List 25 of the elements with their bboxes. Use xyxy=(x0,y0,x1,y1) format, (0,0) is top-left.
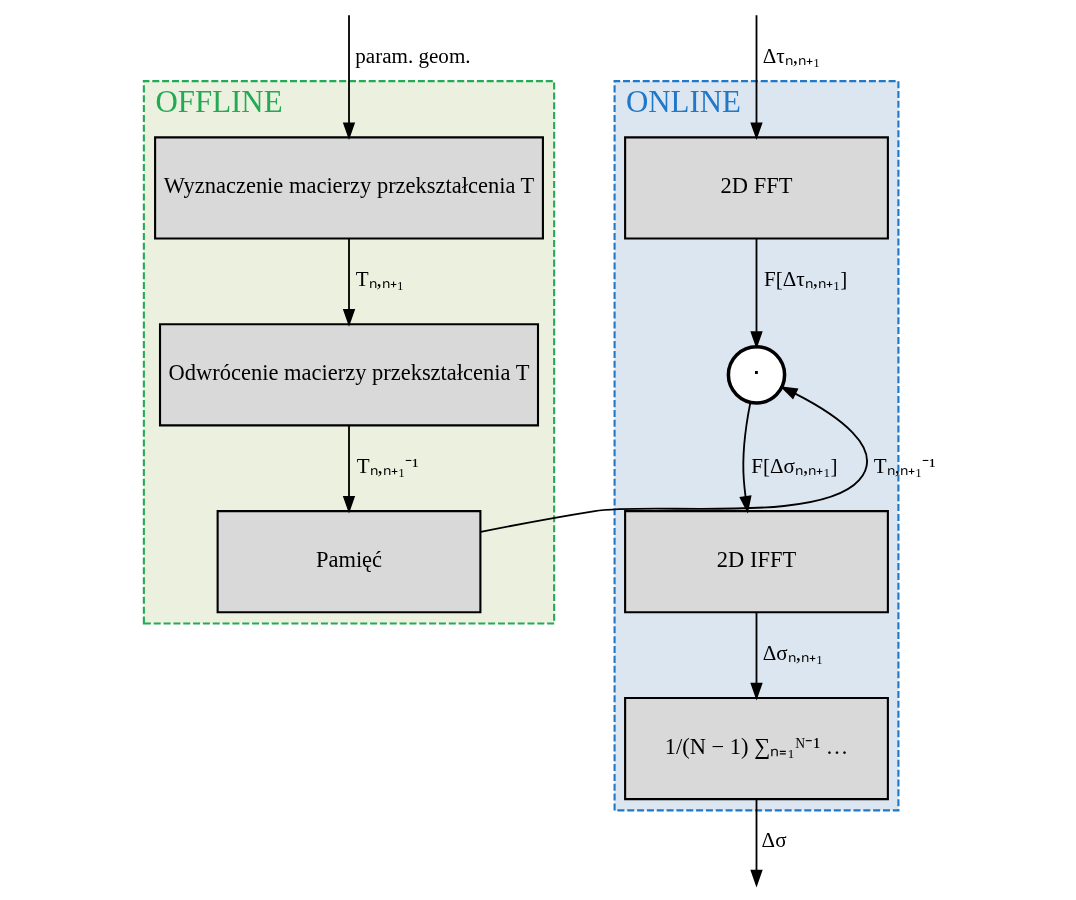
node-circle: ⋅ xyxy=(726,344,787,405)
edge-label: Δσₙ,ₙ₊₁ xyxy=(762,641,824,666)
node-box: Wyznaczenie macierzy przekształcenia T xyxy=(154,136,544,240)
arrow xyxy=(479,386,868,533)
node-box: 2D FFT xyxy=(624,136,889,240)
arrow xyxy=(342,424,356,514)
node-box: 1/(N − 1) ∑ₙ₌₁ᴺ⁻¹ … xyxy=(624,696,889,801)
edge-label: Tₙ,ₙ₊₁⁻¹ xyxy=(356,454,419,479)
arrow xyxy=(739,401,752,514)
edge-label: F[Δτₙ,ₙ₊₁] xyxy=(764,267,848,292)
arrow xyxy=(750,611,763,701)
edge-label: F[Δσₙ,ₙ₊₁] xyxy=(751,454,838,479)
arrow xyxy=(750,14,763,141)
node-box: Pamięć xyxy=(216,510,482,614)
arrow xyxy=(750,237,763,349)
node-box: Odwrócenie macierzy przekształcenia T xyxy=(158,323,540,427)
edge-label: Δσ xyxy=(761,827,787,852)
edge-label: param. geom. xyxy=(355,43,471,68)
arrow xyxy=(342,237,356,327)
edge-label: Tₙ,ₙ₊₁ xyxy=(355,267,405,292)
edge-label: Δτₙ,ₙ₊₁ xyxy=(762,43,821,68)
arrow xyxy=(750,798,763,888)
node-box: 2D IFFT xyxy=(624,510,889,614)
arrow xyxy=(342,14,356,141)
edge-label: Tₙ,ₙ₊₁⁻¹ xyxy=(873,454,936,479)
